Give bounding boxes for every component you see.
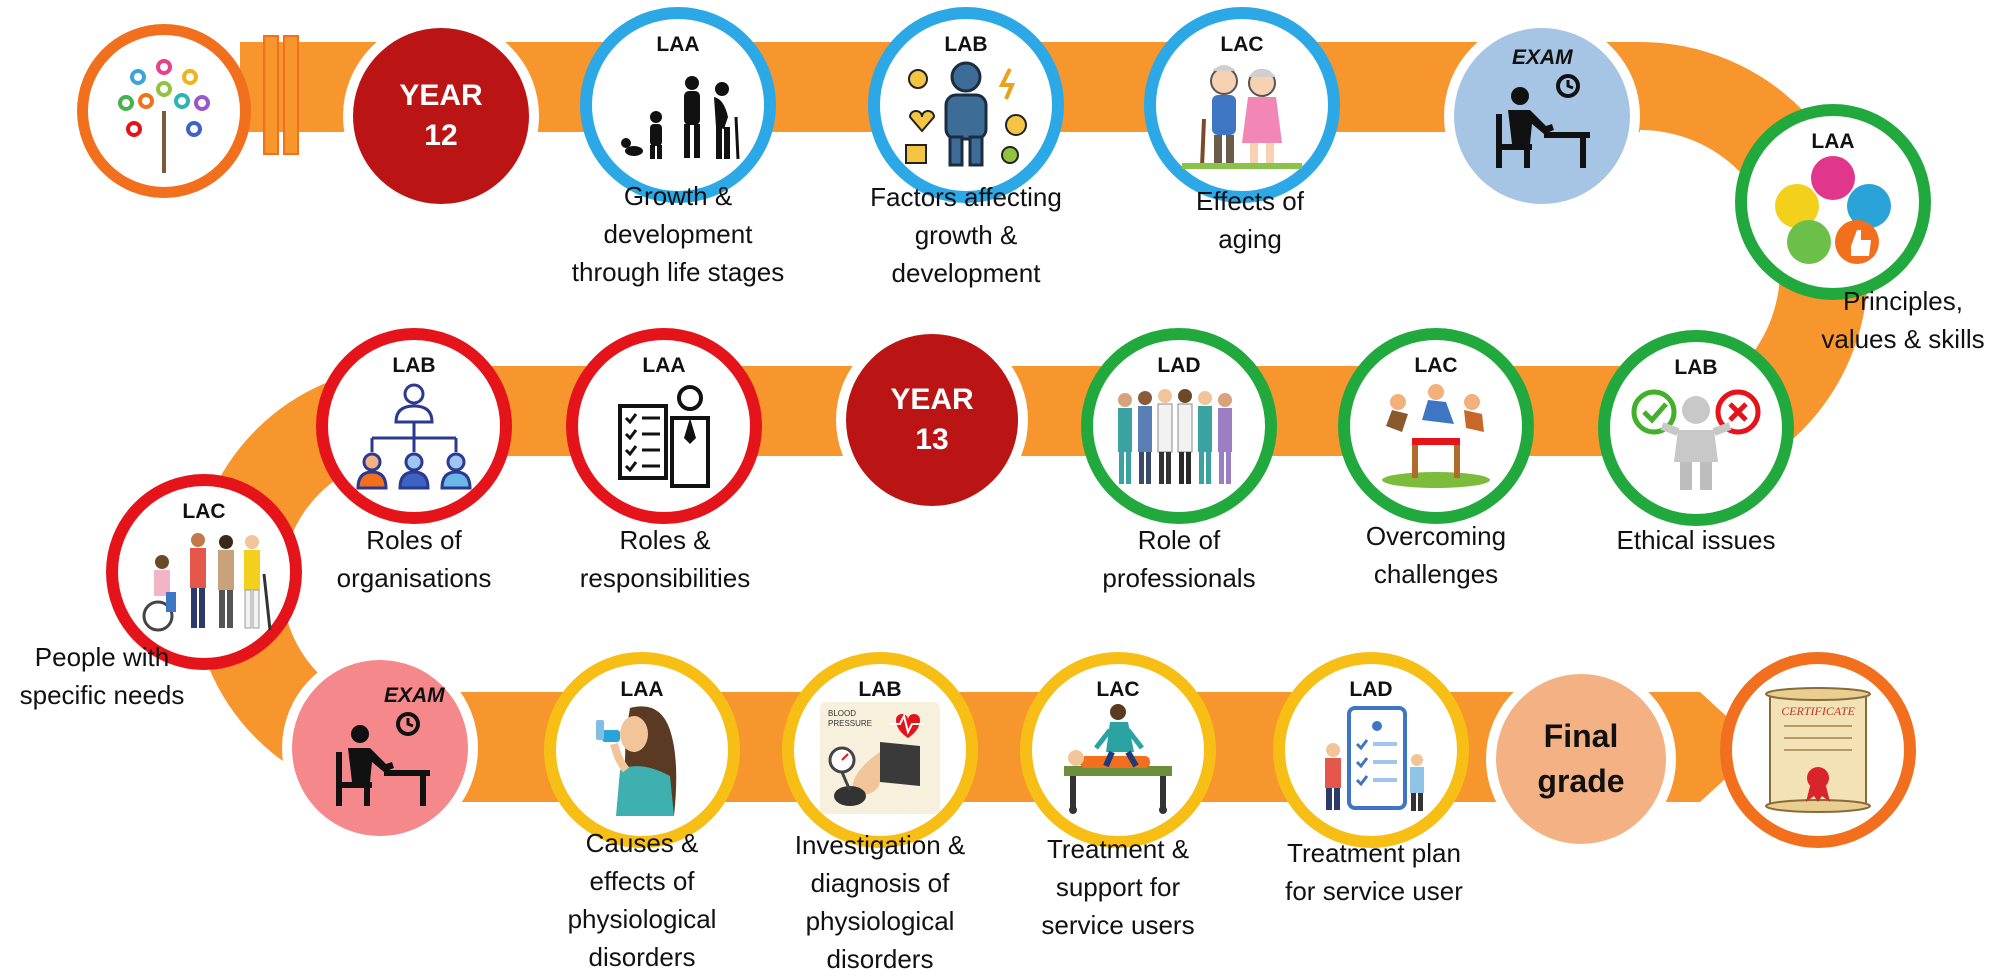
checklist-icon [618,385,710,488]
stage-investigation-diagnosis: LAB BLOOD PRESSURE [782,652,978,848]
caption-growth-development: Growth & development through life stages [571,181,785,287]
stage-principles-values: LAA [1735,104,1931,300]
caption-investigation-diagnosis: Investigation & diagnosis of physiologic… [794,830,966,974]
caption-role-professionals: Role of professionals [1102,525,1256,593]
exam-desk-icon [336,712,430,806]
stage-effects-aging: LAC [1144,7,1340,203]
certificate-icon: CERTIFICATE [1765,687,1871,813]
stage-growth-development: LAA [580,7,776,203]
blood-pressure-icon: BLOOD PRESSURE [820,702,940,814]
elderly-couple-icon [1182,65,1302,169]
treatment-icon [1064,704,1172,814]
caption-effects-aging: Effects of aging [1196,186,1304,254]
stage-overcoming-challenges: LAC [1338,328,1534,524]
stage-causes-effects: LAA [544,652,740,848]
inhaler-icon [596,706,677,816]
org-chart-icon [356,383,472,490]
stage-role-professionals: LAD [1081,328,1277,524]
values-icon [1775,156,1891,264]
caption-factors-growth: Factors affecting growth & development [870,182,1062,288]
stage-roles-organisations: LAB [316,328,512,524]
year-13-marker: YEAR 13 [836,324,1028,516]
unit-code: LAB [944,33,988,56]
hurdle-icon [1382,384,1490,488]
unit-code: LAB [1674,356,1718,379]
caption-treatment-plan: Treatment plan for service user [1285,838,1463,906]
unit-code: LAC [1414,354,1458,377]
caption-people-specific-needs: People with specific needs [19,642,185,710]
exam-label: EXAM [1512,46,1573,69]
unit-code: LAA [1811,130,1855,153]
professionals-icon [1118,389,1232,484]
final-grade-marker: Final grade [1486,664,1676,854]
unit-code: LAA [642,354,686,377]
unit-code: LAB [858,678,902,701]
unit-code: LAD [1157,354,1201,377]
caption-overcoming-challenges: Overcoming challenges [1365,521,1507,589]
unit-code: LAA [656,33,700,56]
final-grade-label: Final grade [1537,718,1625,799]
exam-label: EXAM [384,684,445,707]
exam-year-13: EXAM [282,650,478,846]
year-12-label: YEAR 12 [399,78,483,153]
start-logo [77,24,251,198]
unit-code: LAB [392,354,436,377]
unit-code: LAA [620,678,664,701]
svg-text:BLOOD: BLOOD [828,709,856,718]
caption-treatment-support: Treatment & support for service users [1041,834,1195,940]
person-factors-icon [905,61,1027,167]
unit-code: LAC [1096,678,1140,701]
unit-code: LAC [1220,33,1264,56]
unit-code: LAD [1349,678,1393,701]
treatment-plan-icon [1325,706,1424,811]
unit-code: LAC [182,500,226,523]
exam-year-12: EXAM [1444,18,1640,214]
year-13-label: YEAR 13 [890,382,974,457]
hands-tree-icon [118,59,210,173]
exam-desk-icon [1496,74,1590,168]
stage-treatment-plan: LAD [1273,652,1469,848]
caption-ethical-issues: Ethical issues [1616,525,1776,555]
caption-causes-effects: Causes & effects of physiological disord… [567,828,717,972]
ethics-icon [1631,389,1761,490]
stage-roles-responsibilities: LAA [566,328,762,524]
certificate-finish: CERTIFICATE [1720,652,1916,848]
caption-roles-responsibilities: Roles & responsibilities [579,525,751,593]
caption-principles-values: Principles, values & skills [1821,286,1985,354]
people-needs-icon [142,533,272,632]
evolution-icon [621,76,740,160]
stage-treatment-support: LAC [1020,652,1216,848]
stage-factors-growth: LAB [868,7,1064,203]
svg-text:PRESSURE: PRESSURE [828,719,872,728]
stage-ethical-issues: LAB [1598,330,1794,526]
caption-roles-organisations: Roles of organisations [336,525,492,593]
year-12-marker: YEAR 12 [343,18,539,214]
certificate-text: CERTIFICATE [1781,704,1855,718]
